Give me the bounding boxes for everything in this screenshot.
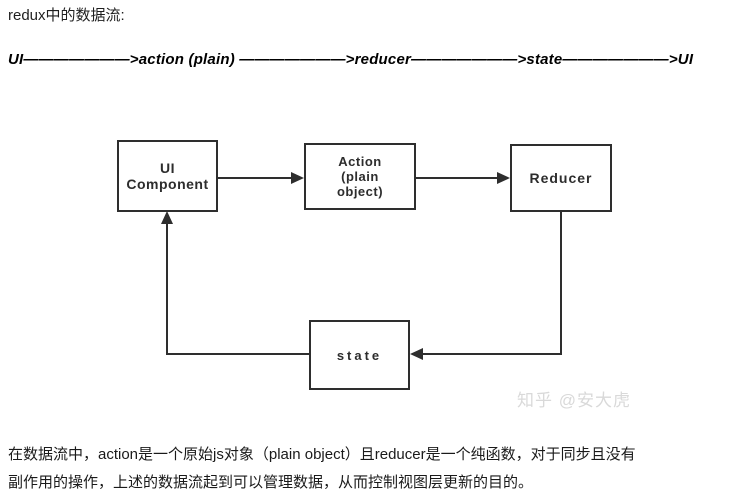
node-ui-component-label: UI Component	[126, 160, 209, 192]
node-action: Action (plain object)	[304, 143, 416, 210]
connector-ui-to-action	[218, 177, 292, 179]
page-title: redux中的数据流:	[8, 7, 125, 24]
connector-state-left	[167, 353, 309, 355]
node-ui-component: UI Component	[117, 140, 218, 212]
connector-state-to-ui	[166, 223, 168, 355]
node-state: state	[309, 320, 410, 390]
connector-reducer-to-state	[422, 353, 562, 355]
arrowhead-left-icon	[410, 348, 423, 360]
arrowhead-right-icon	[291, 172, 304, 184]
node-reducer-label: Reducer	[529, 170, 593, 186]
description-line-1: 在数据流中，action是一个原始js对象（plain object）且redu…	[8, 446, 636, 463]
node-reducer: Reducer	[510, 144, 612, 212]
connector-reducer-down	[560, 212, 562, 355]
description-line-2: 副作用的操作，上述的数据流起到可以管理数据，从而控制视图层更新的目的。	[8, 474, 534, 491]
node-state-label: state	[336, 347, 383, 363]
arrowhead-right-icon	[497, 172, 510, 184]
node-action-label: Action (plain object)	[336, 154, 384, 199]
connector-action-to-reducer	[416, 177, 498, 179]
arrowhead-up-icon	[161, 211, 173, 224]
zhihu-watermark: 知乎 @安大虎	[517, 391, 631, 410]
description-paragraph: 在数据流中，action是一个原始js对象（plain object）且redu…	[8, 441, 732, 492]
redux-flow-text-line: UI———————>action (plain) ———————>reducer…	[8, 51, 694, 68]
